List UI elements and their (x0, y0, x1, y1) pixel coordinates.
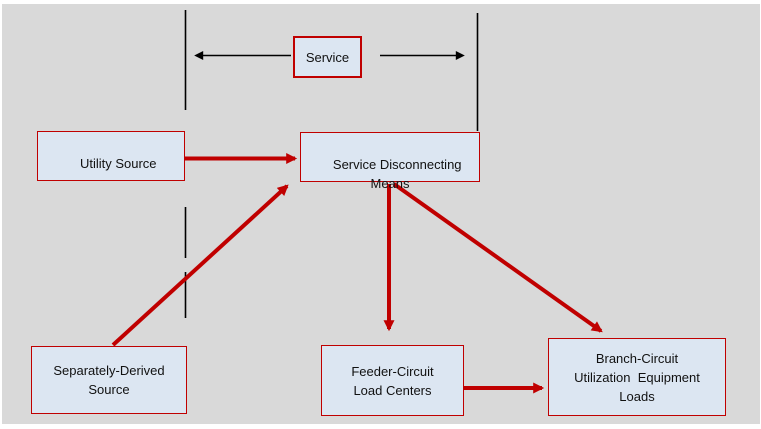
node-service-label: Service (305, 49, 350, 65)
node-service: Service (293, 36, 362, 78)
node-service-disconnecting-means-label: Service Disconnecting Means (332, 157, 462, 191)
node-separately-derived-source: Separately-Derived Source (31, 346, 187, 414)
node-separately-derived-source-label: Separately-Derived Source (53, 363, 165, 397)
node-branch-circuit-loads: Branch-Circuit Utilization Equipment Loa… (548, 338, 726, 416)
node-utility-source: Utility Source (37, 131, 185, 181)
node-utility-source-label: Utility Source (79, 156, 157, 171)
node-service-disconnecting-means: Service Disconnecting Means (300, 132, 480, 191)
node-feeder-circuit-load-centers: Feeder-Circuit Load Centers (321, 345, 464, 416)
node-feeder-circuit-load-centers-label: Feeder-Circuit Load Centers (351, 363, 434, 398)
node-branch-circuit-loads-label: Branch-Circuit Utilization Equipment Loa… (574, 350, 700, 404)
